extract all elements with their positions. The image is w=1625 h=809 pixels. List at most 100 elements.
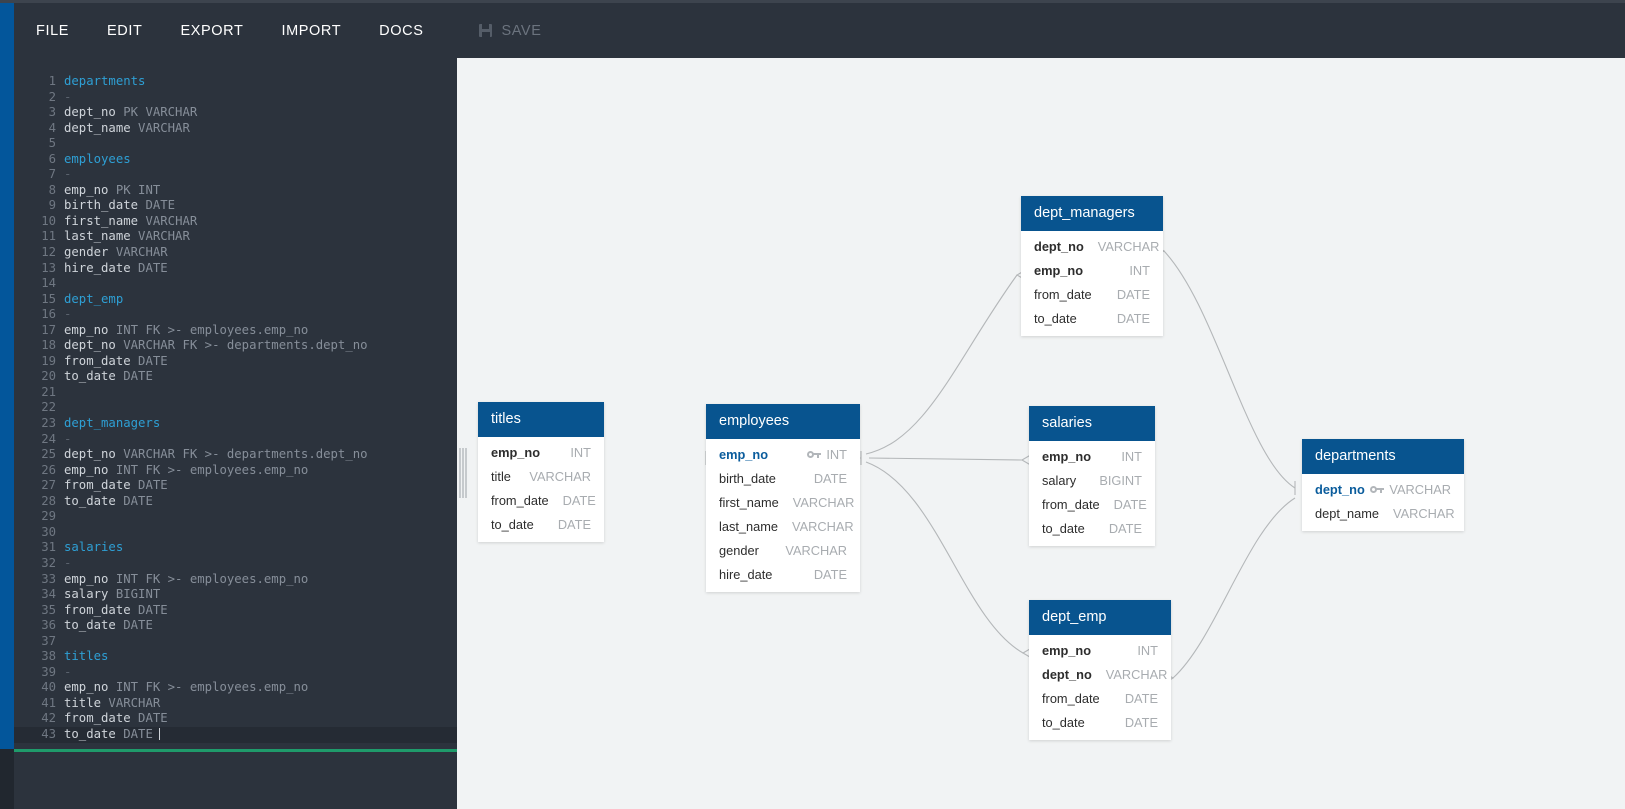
save-button[interactable]: SAVE	[479, 23, 541, 39]
line-number: 6	[48, 151, 56, 166]
code-line[interactable]: 2-	[14, 90, 457, 106]
entity-table-header[interactable]: salaries	[1029, 406, 1155, 441]
menu-item-export[interactable]: EXPORT	[180, 22, 244, 39]
code-line-text: departments	[64, 74, 146, 88]
code-line[interactable]: 14	[14, 276, 457, 292]
code-line[interactable]: 24-	[14, 432, 457, 448]
entity-table-header[interactable]: dept_emp	[1029, 600, 1171, 635]
menu-item-file[interactable]: FILE	[36, 22, 70, 39]
pane-resize-handle[interactable]	[458, 448, 468, 498]
code-line-text: dept_no VARCHAR FK >- departments.dept_n…	[64, 447, 368, 462]
column-name: first_name	[719, 494, 779, 510]
line-number: 18	[41, 338, 56, 353]
menu-item-import[interactable]: IMPORT	[281, 22, 342, 39]
entity-table-header[interactable]: employees	[706, 404, 860, 439]
line-number: 34	[41, 587, 56, 602]
entity-table-header[interactable]: departments	[1302, 439, 1464, 474]
code-line[interactable]: 32-	[14, 556, 457, 572]
column-type: DATE	[557, 516, 591, 532]
code-line[interactable]: 7-	[14, 167, 457, 183]
code-line[interactable]: 21	[14, 385, 457, 401]
code-line[interactable]: 37	[14, 634, 457, 650]
menu-item-edit[interactable]: EDIT	[107, 22, 143, 39]
primary-key-icon	[807, 450, 822, 458]
entity-table-header[interactable]: dept_managers	[1021, 196, 1163, 231]
code-line[interactable]: 39-	[14, 665, 457, 681]
code-line[interactable]: 29	[14, 509, 457, 525]
code-line[interactable]: 16-	[14, 307, 457, 323]
entity-table-header[interactable]: titles	[478, 402, 604, 437]
line-number: 15	[41, 291, 56, 306]
code-line[interactable]: 30	[14, 525, 457, 541]
column-type: DATE	[1124, 690, 1158, 706]
line-number: 27	[41, 478, 56, 493]
code-line[interactable]: 22	[14, 400, 457, 416]
menu-item-docs[interactable]: DOCS	[379, 22, 424, 39]
code-line[interactable]: 5	[14, 136, 457, 152]
